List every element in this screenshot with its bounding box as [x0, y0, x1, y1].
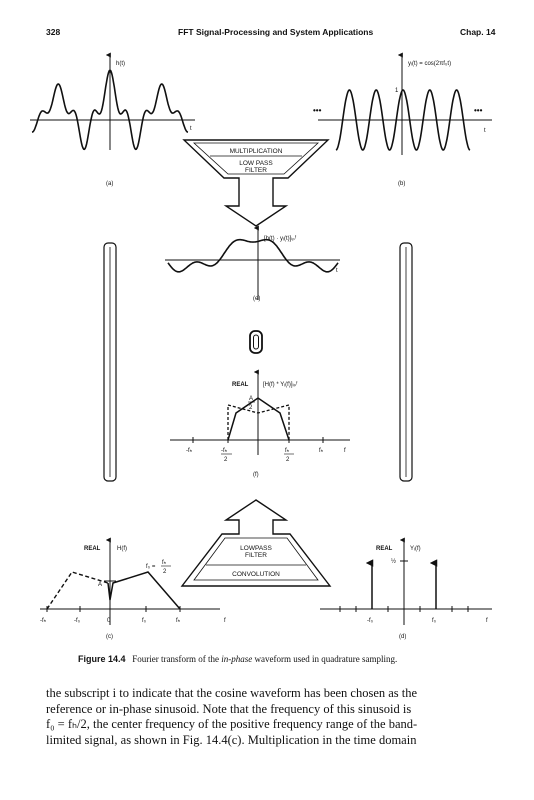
funnel-bottom-line2: FILTER: [245, 552, 267, 559]
panel-f-tick-neg-fb: -fₕ: [186, 448, 193, 454]
panel-a-waveform: [31, 69, 189, 151]
caption-text-pre: Fourier transform of the: [132, 654, 222, 664]
panel-e-tag: (e): [253, 296, 260, 302]
panel-f-a: A: [249, 396, 253, 402]
panel-d-half: ½: [391, 558, 396, 565]
funnel-bottom-line1: LOWPASS: [240, 545, 272, 552]
panel-c-ylabel: H(f): [117, 546, 127, 552]
body-text: the subscript i to indicate that the cos…: [46, 686, 508, 748]
panel-a-ylabel: h(t): [116, 61, 125, 67]
panel-c-tick-f0: f₀: [142, 618, 147, 624]
running-title: FFT Signal-Processing and System Applica…: [178, 27, 374, 37]
panel-c-f0-den: 2: [163, 569, 167, 575]
panel-d-real: REAL: [376, 546, 393, 552]
panel-c-tick-neg-fb: -fₕ: [40, 618, 47, 624]
left-double-arrow: [103, 242, 117, 482]
panel-b-ellipsis-right: •••: [474, 106, 483, 115]
body-line-4: limited signal, as shown in Fig. 14.4(c)…: [46, 732, 417, 747]
panel-c-tick-fb: fₕ: [176, 618, 181, 624]
convolution-symbol: [249, 330, 263, 354]
panel-b-tag: (b): [398, 181, 405, 187]
panel-c-xlabel: f: [224, 618, 226, 624]
body-line-2: reference or in-phase sinusoid. Note tha…: [46, 701, 412, 716]
panel-f-a-den: 2: [249, 405, 253, 411]
panel-d-tick-neg-f0: -f₀: [367, 618, 374, 624]
panel-b-ylabel: yᵢ(t) = cos(2πf₀t): [408, 61, 451, 67]
panel-f: REAL [H(f) * Yᵢ(f)]ₗₚᶠ A 2 -fₕ -fₕ 2 fₕ …: [170, 369, 350, 478]
body-line-3: f₀ = fₕ/2, the center frequency of the p…: [46, 717, 418, 732]
panel-d-xlabel: f: [486, 618, 488, 624]
panel-f-tick-neg-half-den: 2: [224, 457, 228, 463]
funnel-multiplication: MULTIPLICATION LOW PASS FILTER: [182, 139, 330, 227]
panel-c-a: A: [98, 582, 102, 588]
panel-d-tick-f0: f₀: [432, 618, 437, 624]
funnel-top-line2: LOW PASS: [239, 160, 273, 167]
funnel-top-line1: MULTIPLICATION: [230, 148, 283, 155]
funnel-top-line3: FILTER: [245, 167, 267, 174]
panel-c-tick-zero: 0: [107, 618, 111, 624]
panel-e-waveform: [167, 238, 339, 273]
panel-c-tick-neg-f0: -f₀: [74, 618, 81, 624]
panel-d: REAL Yᵢ(f) ½ -f₀ f₀ f (d): [320, 537, 492, 640]
panel-c: REAL H(f) A f₀ = fₕ 2 -fₕ -f₀ 0 f₀ fₕ f …: [40, 537, 226, 640]
panel-f-real: REAL: [232, 382, 249, 388]
page-number: 328: [46, 27, 61, 37]
panel-f-tick-pos-half-num: fₕ: [285, 448, 290, 454]
body-line-1: the subscript i to indicate that the cos…: [46, 686, 418, 700]
caption-text-em: in-phase: [221, 654, 253, 664]
panel-b: yᵢ(t) = cos(2πf₀t) 1 ••• ••• t (b): [313, 52, 492, 187]
caption-label: Figure 14.4: [78, 654, 126, 664]
panel-f-tick-neg-half-num: -fₕ: [221, 448, 228, 454]
panel-e-xlabel: t: [336, 268, 338, 274]
panel-f-tag: (f): [253, 472, 259, 478]
right-double-arrow: [399, 242, 413, 482]
chapter-label: Chap. 14: [460, 27, 496, 37]
panel-f-ylabel: [H(f) * Yᵢ(f)]ₗₚᶠ: [263, 381, 298, 388]
panel-c-f0-eq: f₀ =: [146, 564, 156, 570]
funnel-bottom-line3: CONVOLUTION: [232, 571, 280, 578]
figure-14-4: h(t) t (a) yᵢ(t) = cos(2πf₀t) 1 ••• ••• …: [30, 52, 492, 640]
panel-c-real: REAL: [84, 546, 101, 552]
panel-d-ylabel: Yᵢ(f): [410, 546, 421, 552]
figure-caption: Figure 14.4 Fourier transform of the in-…: [78, 654, 478, 665]
panel-f-xlabel: f: [344, 448, 346, 454]
panel-b-waveform: [335, 89, 471, 151]
panel-d-tag: (d): [399, 634, 406, 640]
panel-b-xlabel: t: [484, 128, 486, 134]
panel-f-tick-pos-half-den: 2: [286, 457, 290, 463]
funnel-convolution: LOWPASS FILTER CONVOLUTION: [180, 499, 332, 587]
panel-e: [h(t) · yᵢ(t)]ₗₚᶠ t (e): [165, 225, 340, 302]
panel-c-tag: (c): [106, 634, 113, 640]
panel-e-ylabel: [h(t) · yᵢ(t)]ₗₚᶠ: [264, 235, 297, 242]
panel-c-f0-num: fₕ: [162, 560, 167, 566]
caption-text-post: waveform used in quadrature sampling.: [252, 654, 398, 664]
panel-b-ellipsis-left: •••: [313, 106, 322, 115]
panel-b-peak: 1: [395, 88, 399, 94]
panel-a-tag: (a): [106, 181, 113, 187]
panel-f-tick-fb: fₕ: [319, 448, 324, 454]
panel-a-xlabel: t: [190, 126, 192, 132]
panel-a: h(t) t (a): [30, 52, 195, 187]
